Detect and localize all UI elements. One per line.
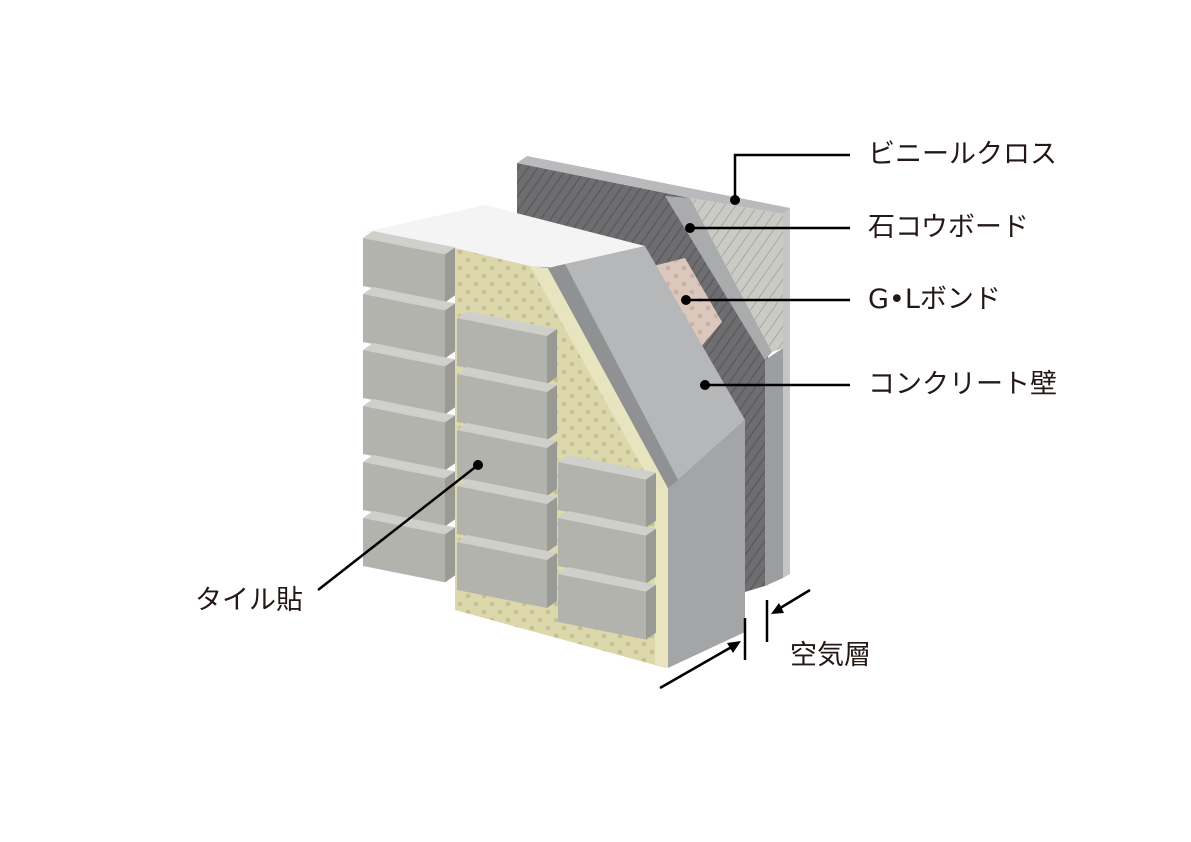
tile-front <box>558 574 646 640</box>
concrete-top-face <box>365 205 645 268</box>
vinyl-side <box>783 208 790 578</box>
tile-side <box>547 553 557 608</box>
leader-vinyl-cloth <box>733 153 850 200</box>
tile-front <box>558 462 646 528</box>
tile-front <box>363 294 445 359</box>
leader-tile <box>317 464 479 591</box>
gypsum-board-side <box>765 348 783 586</box>
tile-top <box>558 455 656 480</box>
tile-front <box>363 238 445 303</box>
tile-top <box>457 311 557 336</box>
tile-top <box>363 511 455 535</box>
label-concrete-wall: コンクリート壁 <box>868 369 1057 400</box>
concrete-vertical-face <box>668 420 745 668</box>
tile-side <box>547 329 557 384</box>
tile-front <box>457 486 547 552</box>
air-gap-arrow-right <box>776 588 811 612</box>
arrowhead-left <box>727 641 741 653</box>
tile-side <box>445 247 455 303</box>
dot-tile <box>473 460 483 470</box>
tile-top <box>457 535 557 560</box>
gypsum-board-edge <box>665 196 772 360</box>
tile-front <box>363 406 445 471</box>
label-tile: タイル貼 <box>195 585 303 616</box>
vinyl-cloth-layer <box>690 198 783 352</box>
tile-top <box>363 399 455 423</box>
label-air-layer: 空気層 <box>790 640 871 671</box>
dot-gypsum-board <box>685 223 695 233</box>
tile-top <box>363 343 455 367</box>
tile-side <box>547 497 557 552</box>
tile-top <box>558 567 656 592</box>
dot-gl-bond <box>681 295 691 305</box>
tile-top <box>457 479 557 504</box>
tile-top <box>558 511 656 536</box>
tile-side <box>547 385 557 440</box>
tile-front <box>457 542 547 608</box>
tile-side <box>445 415 455 471</box>
tile-side <box>445 303 455 359</box>
concrete-slope-edge <box>548 264 678 488</box>
tile-front <box>363 518 445 583</box>
dot-vinyl-cloth <box>730 195 740 205</box>
arrowhead-right <box>771 603 784 614</box>
tile-side <box>646 584 656 640</box>
tile-front <box>363 462 445 527</box>
tile-front <box>457 430 547 496</box>
tile-front <box>457 374 547 440</box>
dot-concrete-wall <box>700 380 710 390</box>
leader-lines <box>317 153 850 690</box>
tile-front <box>363 350 445 415</box>
tiles <box>363 231 656 640</box>
label-gypsum-board: 石コウボード <box>868 212 1029 243</box>
tile-side <box>445 527 455 583</box>
concrete-slope-face <box>565 246 745 480</box>
tile-top <box>457 423 557 448</box>
tile-side <box>646 528 656 584</box>
leader-dots <box>473 195 784 653</box>
tile-side <box>445 471 455 527</box>
tile-top <box>457 367 557 392</box>
tile-side <box>646 472 656 528</box>
tile-side <box>445 359 455 415</box>
tile-top <box>363 455 455 479</box>
tile-front <box>558 518 646 584</box>
tile-front <box>457 318 547 384</box>
air-gap-arrow-left <box>659 643 736 690</box>
tile-side <box>547 441 557 496</box>
label-vinyl-cloth: ビニールクロス <box>868 139 1057 170</box>
label-gl-bond: G•Lボンド <box>868 284 1001 315</box>
tile-top <box>363 287 455 311</box>
tile-top <box>363 231 455 255</box>
top-edge-strip <box>517 156 790 214</box>
